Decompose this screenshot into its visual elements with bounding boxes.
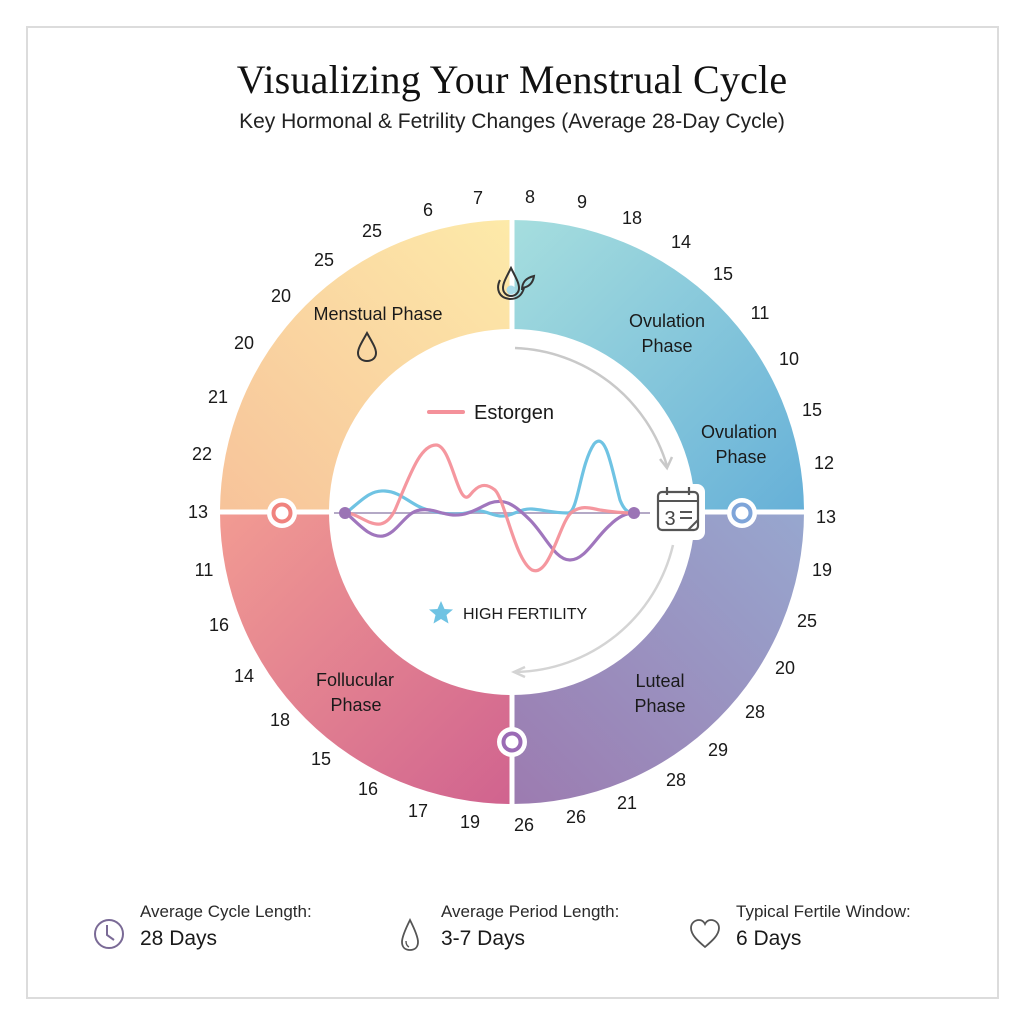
day-number: 18: [270, 710, 290, 730]
day-number: 10: [779, 349, 799, 369]
droplet-icon: [356, 330, 378, 363]
phase-label-luteal-line1: Luteal: [635, 671, 684, 691]
day-number-ring: 7 8 6 25 25 20 20 21 22 13 9 18 14 15 11 10 15 12 13 11 16 14…: [188, 187, 836, 835]
day-number: 14: [234, 666, 254, 686]
cycle-arrow-bottom-head: [510, 665, 526, 679]
day-number: 12: [814, 453, 834, 473]
phase-label-ovulation-line1: Ovulation: [629, 311, 705, 331]
day-number: 18: [622, 208, 642, 228]
day-number: 13: [188, 502, 208, 522]
calendar-icon[interactable]: 3: [653, 484, 705, 540]
day-number: 19: [812, 560, 832, 580]
chart-start-dot: [339, 507, 351, 519]
day-number: 13: [816, 507, 836, 527]
stat-period-length: Average Period Length: 3-7 Days: [393, 900, 619, 954]
star-icon: [429, 601, 453, 624]
day-number: 7: [473, 188, 483, 208]
day-number: 17: [408, 801, 428, 821]
chart-end-dot: [628, 507, 640, 519]
hormone-chart: [334, 439, 650, 573]
day-number: 26: [566, 807, 586, 827]
chart-legend: Estorgen: [427, 402, 554, 424]
stat-label: Typical Fertile Window:: [736, 902, 911, 921]
cycle-arrow-bottom: [515, 544, 675, 674]
day-number: 6: [423, 200, 433, 220]
purple-hormone-curve: [344, 499, 635, 562]
day-number: 20: [775, 658, 795, 678]
stat-cycle-length: Average Cycle Length: 28 Days: [92, 900, 312, 954]
blue-hormone-curve: [344, 439, 635, 518]
day-number: 25: [797, 611, 817, 631]
day-number: 11: [195, 560, 214, 580]
legend-label-estrogen: Estorgen: [474, 402, 554, 424]
day-number: 15: [311, 749, 331, 769]
footer-stats: Average Cycle Length: 28 Days Average Pe…: [0, 900, 1024, 970]
day-number: 20: [271, 286, 291, 306]
stat-label: Average Period Length:: [441, 902, 620, 921]
clock-icon: [94, 919, 124, 949]
day-number: 16: [358, 779, 378, 799]
cycle-arrow-top-head: [659, 456, 674, 471]
phase-label-follicular-line2: Phase: [330, 695, 381, 715]
phase-label-ovulation-line2: Phase: [641, 336, 692, 356]
day-number: 14: [671, 232, 691, 252]
page-title: Visualizing Your Menstrual Cycle: [236, 57, 788, 102]
water-sprout-icon: [497, 265, 536, 301]
day-number: 9: [577, 192, 587, 212]
phase-marker-left[interactable]: [267, 498, 297, 528]
page-subtitle: Key Hormonal & Fetrility Changes (Averag…: [239, 110, 785, 133]
day-number: 25: [362, 221, 382, 241]
high-fertility-annotation: HIGH FERTILITY: [429, 601, 587, 624]
day-number: 21: [617, 793, 637, 813]
day-number: 11: [751, 303, 770, 323]
droplet-icon: [401, 917, 419, 951]
day-number: 15: [713, 264, 733, 284]
day-number: 25: [314, 250, 334, 270]
day-number: 16: [209, 615, 229, 635]
stat-fertile-window: Typical Fertile Window: 6 Days: [688, 900, 911, 954]
day-number: 8: [525, 187, 535, 207]
phase-segment-luteal[interactable]: [512, 512, 804, 804]
phase-marker-bottom[interactable]: [497, 727, 527, 757]
day-number: 28: [666, 770, 686, 790]
day-number: 19: [460, 812, 480, 832]
high-fertility-label: HIGH FERTILITY: [463, 606, 587, 623]
phase-label-ovulation2-line2: Phase: [715, 447, 766, 467]
day-number: 26: [514, 815, 534, 835]
stat-value: 28 Days: [140, 927, 218, 950]
stat-value: 3-7 Days: [441, 927, 526, 950]
day-number: 15: [802, 400, 822, 420]
day-number: 22: [192, 444, 212, 464]
phase-segment-menstrual[interactable]: [220, 220, 512, 512]
day-number: 21: [208, 387, 228, 407]
phase-label-follicular-line1: Follucular: [316, 670, 394, 690]
phase-label-menstrual: Menstual Phase: [313, 304, 442, 324]
day-number: 29: [708, 740, 728, 760]
phase-marker-right[interactable]: [727, 498, 757, 528]
stat-value: 6 Days: [736, 927, 802, 950]
day-number: 28: [745, 702, 765, 722]
cycle-arrow-top: [514, 346, 669, 467]
phase-label-ovulation2-line1: Ovulation: [701, 422, 777, 442]
heart-icon: [690, 919, 720, 949]
phase-segment-ovulation[interactable]: [512, 220, 804, 512]
stat-label: Average Cycle Length:: [140, 902, 312, 921]
phase-segment-follicular[interactable]: [220, 512, 512, 804]
calendar-day-number: 3: [664, 508, 675, 530]
day-number: 20: [234, 333, 254, 353]
phase-label-luteal-line2: Phase: [634, 696, 685, 716]
estrogen-curve: [345, 443, 635, 573]
